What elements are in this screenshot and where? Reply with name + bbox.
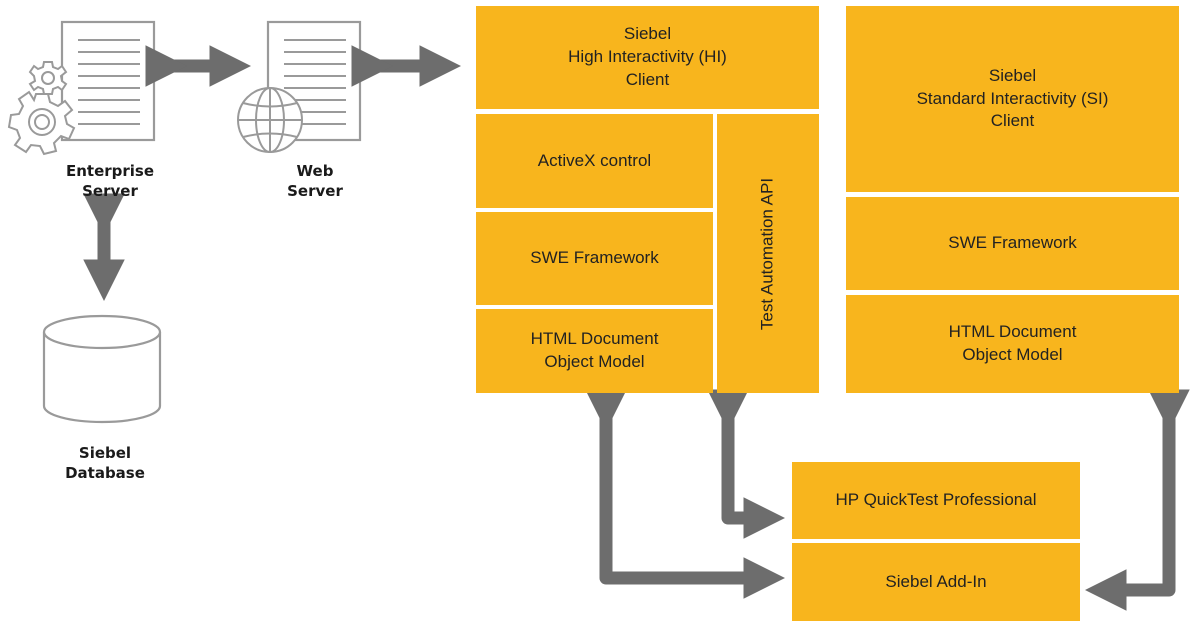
hi-client-box: Siebel High Interactivity (HI) Client (476, 6, 819, 109)
test-automation-api-box: Test Automation API (717, 114, 819, 393)
database-icon (42, 314, 162, 424)
si-html-dom-box: HTML Document Object Model (846, 295, 1179, 393)
test-automation-api-label: Test Automation API (757, 177, 777, 330)
gears-icon (7, 61, 76, 156)
hi-activex-box: ActiveX control (476, 114, 713, 208)
siebel-database-label: Siebel Database (65, 444, 145, 482)
arrow-hi-dom-addin (585, 389, 785, 599)
qtp-box: HP QuickTest Professional (792, 462, 1080, 539)
enterprise-server-label: Enterprise Server (65, 162, 155, 200)
siebel-addin-box: Siebel Add-In (792, 543, 1080, 621)
si-swe-framework-box: SWE Framework (846, 197, 1179, 290)
hi-swe-framework-box: SWE Framework (476, 212, 713, 305)
enterprise-document-icon (60, 20, 156, 142)
web-server-label: Web Server (287, 162, 343, 200)
si-client-box: Siebel Standard Interactivity (SI) Clien… (846, 6, 1179, 192)
arrow-si-dom-addin (1085, 389, 1190, 611)
hi-html-dom-box: HTML Document Object Model (476, 309, 713, 393)
arrow-testapi-qtp (707, 389, 785, 539)
globe-icon (237, 87, 303, 153)
